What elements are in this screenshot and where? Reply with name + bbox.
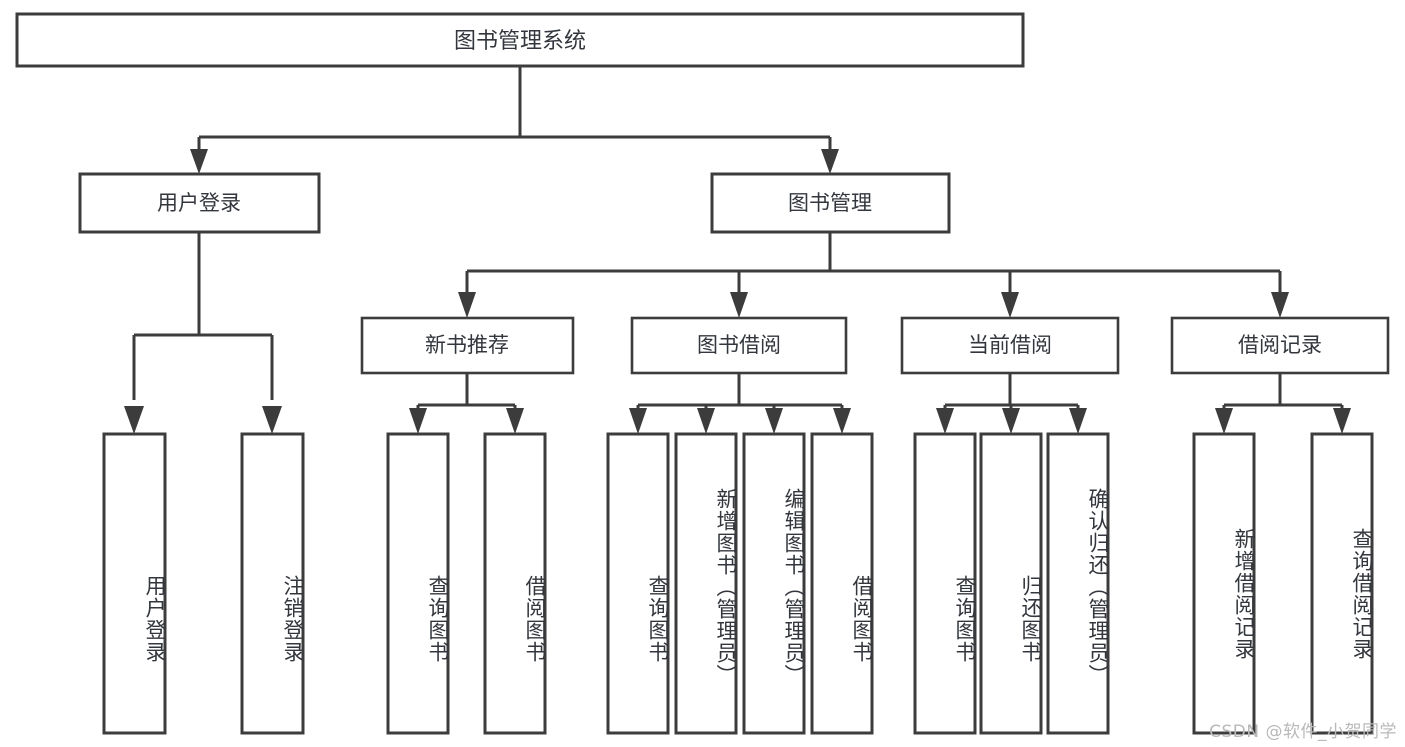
arrow-to-book-borrow: [730, 292, 748, 318]
leaf-box-bb-add-book[interactable]: [674, 432, 738, 735]
edge-new-book-recommend-bus: [416, 373, 517, 412]
arrow-br-leaf-2: [1333, 408, 1351, 434]
node-book-borrow-box[interactable]: [630, 316, 848, 375]
csdn-watermark: CSDN @软件_小贺同学: [1209, 722, 1397, 742]
node-current-borrow-box[interactable]: [900, 316, 1120, 375]
arrow-to-user-login: [190, 149, 208, 174]
arrow-bb-leaf-2: [697, 408, 715, 434]
leaf-box-nbr-borrow-book[interactable]: [483, 432, 547, 735]
leaf-box-cb-confirm-return[interactable]: [1046, 432, 1110, 735]
node-book-borrow-label: 图书借阅: [697, 333, 781, 357]
arrow-cb-leaf-1: [936, 408, 954, 434]
arrow-to-book-manage: [821, 149, 839, 174]
edge-borrow-record-bus: [1222, 373, 1344, 412]
edge-book-manage-bus: [465, 232, 1282, 295]
nodes-group: 图书管理系统 用户登录 图书管理 新书推荐 图书借阅 当前借阅 借阅记录: [15, 12, 1390, 735]
node-current-borrow-label: 当前借阅: [968, 333, 1052, 357]
leaf-box-user-login[interactable]: [102, 432, 167, 735]
leaf-box-bb-borrow-book[interactable]: [810, 432, 874, 735]
arrow-to-leaf-user-login: [124, 406, 144, 434]
edge-current-borrow-bus: [943, 373, 1080, 412]
node-borrow-record-label: 借阅记录: [1238, 333, 1322, 357]
arrow-to-current-borrow: [1001, 292, 1019, 318]
edges-group: [124, 66, 1351, 434]
arrow-to-leaf-logout: [262, 406, 282, 434]
edge-user-login-bus: [132, 232, 274, 400]
edge-book-borrow-bus: [636, 373, 844, 412]
arrow-bb-leaf-4: [833, 408, 851, 434]
arrow-nbr-leaf-1: [409, 408, 427, 434]
node-borrow-record-box[interactable]: [1170, 316, 1390, 375]
leaf-box-bb-query-book[interactable]: [606, 432, 670, 735]
node-new-book-recommend-label: 新书推荐: [425, 333, 509, 357]
arrow-br-leaf-1: [1215, 408, 1233, 434]
leaf-box-logout[interactable]: [240, 432, 305, 735]
leaf-box-cb-query-book[interactable]: [913, 432, 977, 735]
arrow-bb-leaf-1: [629, 408, 647, 434]
arrow-to-new-book-recommend: [458, 292, 476, 318]
arrow-bb-leaf-3: [765, 408, 783, 434]
node-user-login-box[interactable]: [78, 172, 321, 234]
node-book-manage-label: 图书管理: [788, 191, 872, 215]
node-new-book-recommend-box[interactable]: [360, 316, 575, 375]
arrow-nbr-leaf-2: [506, 408, 524, 434]
arrow-to-borrow-record: [1271, 292, 1289, 318]
leaf-box-cb-return-book[interactable]: [979, 432, 1043, 735]
node-book-manage-box[interactable]: [710, 172, 951, 234]
leaf-box-nbr-query-book[interactable]: [386, 432, 450, 735]
arrow-cb-leaf-3: [1069, 408, 1087, 434]
edge-root-bus: [197, 66, 832, 160]
node-root-box[interactable]: [15, 12, 1025, 68]
arrow-cb-leaf-2: [1002, 408, 1020, 434]
leaf-box-bb-edit-book[interactable]: [742, 432, 806, 735]
leaf-box-br-add-record[interactable]: [1192, 432, 1256, 735]
leaf-box-br-query-record[interactable]: [1310, 432, 1374, 735]
node-root-label: 图书管理系统: [454, 29, 586, 54]
node-user-login-label: 用户登录: [157, 191, 241, 215]
